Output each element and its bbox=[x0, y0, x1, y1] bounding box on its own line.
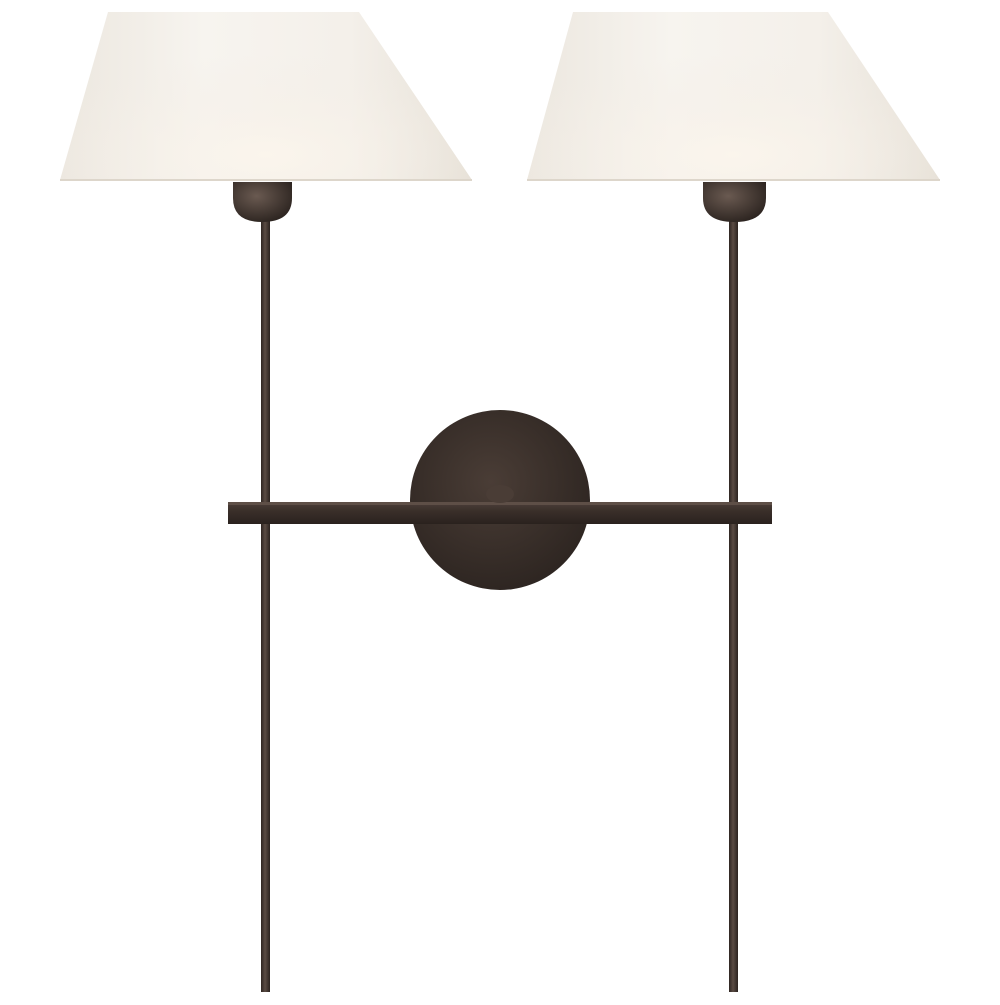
mount-knob bbox=[486, 485, 514, 503]
right-socket bbox=[703, 182, 766, 222]
left-stem bbox=[261, 215, 270, 992]
right-stem bbox=[729, 215, 738, 992]
left-socket bbox=[233, 182, 292, 222]
crossbar bbox=[228, 502, 772, 524]
crossbar-highlight bbox=[228, 502, 772, 505]
left-shade-glow bbox=[60, 12, 472, 180]
right-shade-glow bbox=[527, 12, 940, 180]
